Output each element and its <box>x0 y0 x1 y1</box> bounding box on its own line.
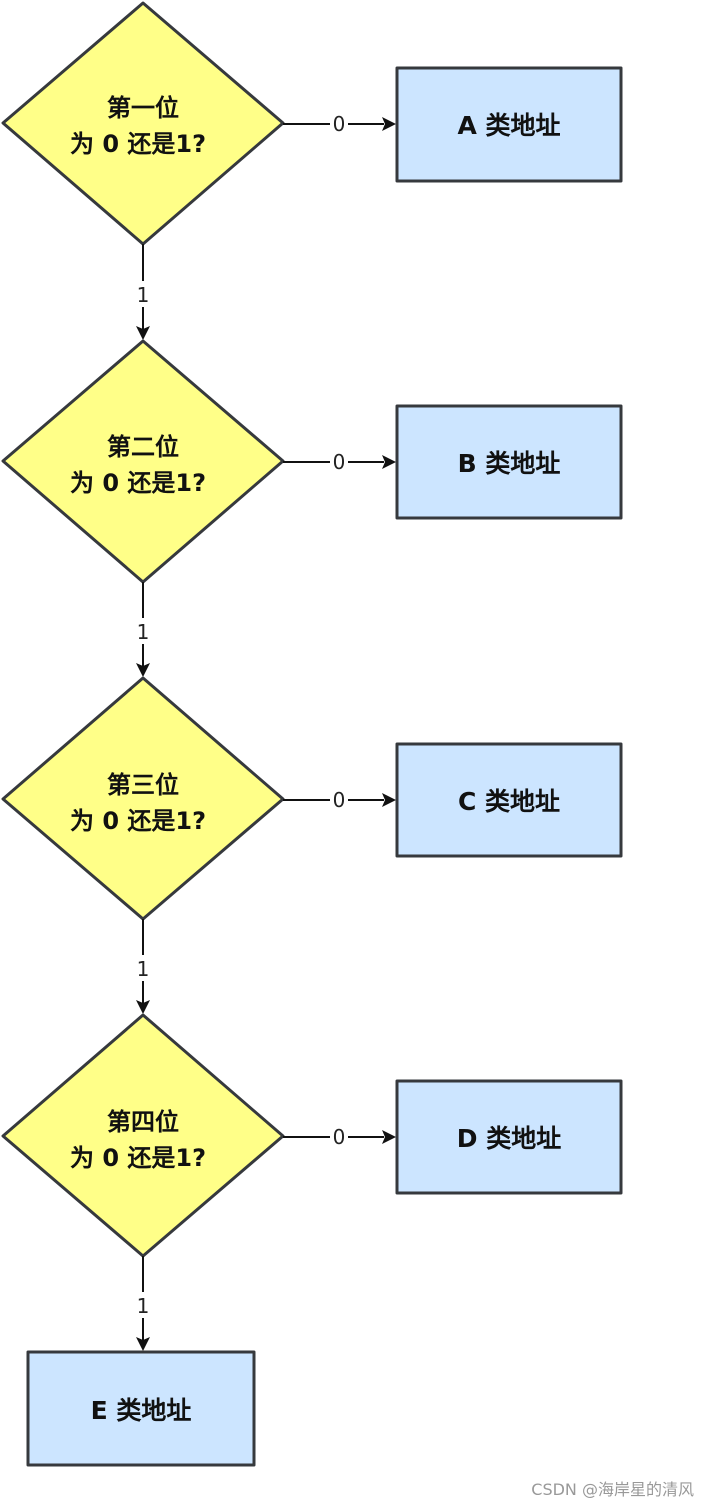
decision-2-line1: 第二位 <box>107 433 179 461</box>
result-b-label: B 类地址 <box>458 449 561 478</box>
decision-2: 第二位 为 0 还是1? <box>1 339 285 584</box>
result-c-box <box>395 742 623 858</box>
result-d: D 类地址 <box>395 1079 623 1195</box>
result-a-box <box>395 66 623 183</box>
decision-1-line1: 第一位 <box>107 94 179 122</box>
decision-1-diamond <box>1 1 285 246</box>
result-a-label: A 类地址 <box>457 111 560 140</box>
decision-2-line2: 为 0 还是1? <box>70 469 206 497</box>
result-c: C 类地址 <box>395 742 623 858</box>
decision-3-line1: 第三位 <box>107 771 179 799</box>
edge-d4-to-d: 0 <box>283 1123 396 1149</box>
edge-d3-to-c: 0 <box>283 786 396 812</box>
edge-label-1: 1 <box>137 1294 150 1318</box>
edge-label-0: 0 <box>333 1125 346 1149</box>
result-b-box <box>395 404 623 520</box>
edge-d3-to-d4: 1 <box>134 919 152 1014</box>
decision-4-line1: 第四位 <box>107 1108 179 1136</box>
edge-d2-to-d3: 1 <box>134 582 152 677</box>
edge-label-1: 1 <box>137 620 150 644</box>
result-d-label: D 类地址 <box>457 1124 561 1153</box>
result-b: B 类地址 <box>395 404 623 520</box>
result-e-label: E 类地址 <box>91 1396 192 1425</box>
edge-label-1: 1 <box>137 283 150 307</box>
edge-d1-to-d2: 1 <box>134 244 152 340</box>
edge-d1-to-a: 0 <box>283 110 396 136</box>
result-d-box <box>395 1079 623 1195</box>
edge-label-0: 0 <box>333 112 346 136</box>
edge-label-0: 0 <box>333 450 346 474</box>
result-a: A 类地址 <box>395 66 623 183</box>
edge-d4-to-e: 1 <box>134 1256 152 1351</box>
decision-2-diamond <box>1 339 285 584</box>
decision-4: 第四位 为 0 还是1? <box>1 1013 285 1258</box>
edge-label-1: 1 <box>137 957 150 981</box>
decision-3-line2: 为 0 还是1? <box>70 807 206 835</box>
result-e: E 类地址 <box>26 1350 256 1467</box>
decision-4-line2: 为 0 还是1? <box>70 1144 206 1172</box>
decision-1-line2: 为 0 还是1? <box>70 130 206 158</box>
decision-3: 第三位 为 0 还是1? <box>1 676 285 921</box>
result-c-label: C 类地址 <box>458 787 560 816</box>
result-e-box <box>26 1350 256 1467</box>
edge-label-0: 0 <box>333 788 346 812</box>
edge-d2-to-b: 0 <box>283 448 396 474</box>
decision-1: 第一位 为 0 还是1? <box>1 1 285 246</box>
watermark: CSDN @海岸星的清风 <box>531 1480 694 1499</box>
